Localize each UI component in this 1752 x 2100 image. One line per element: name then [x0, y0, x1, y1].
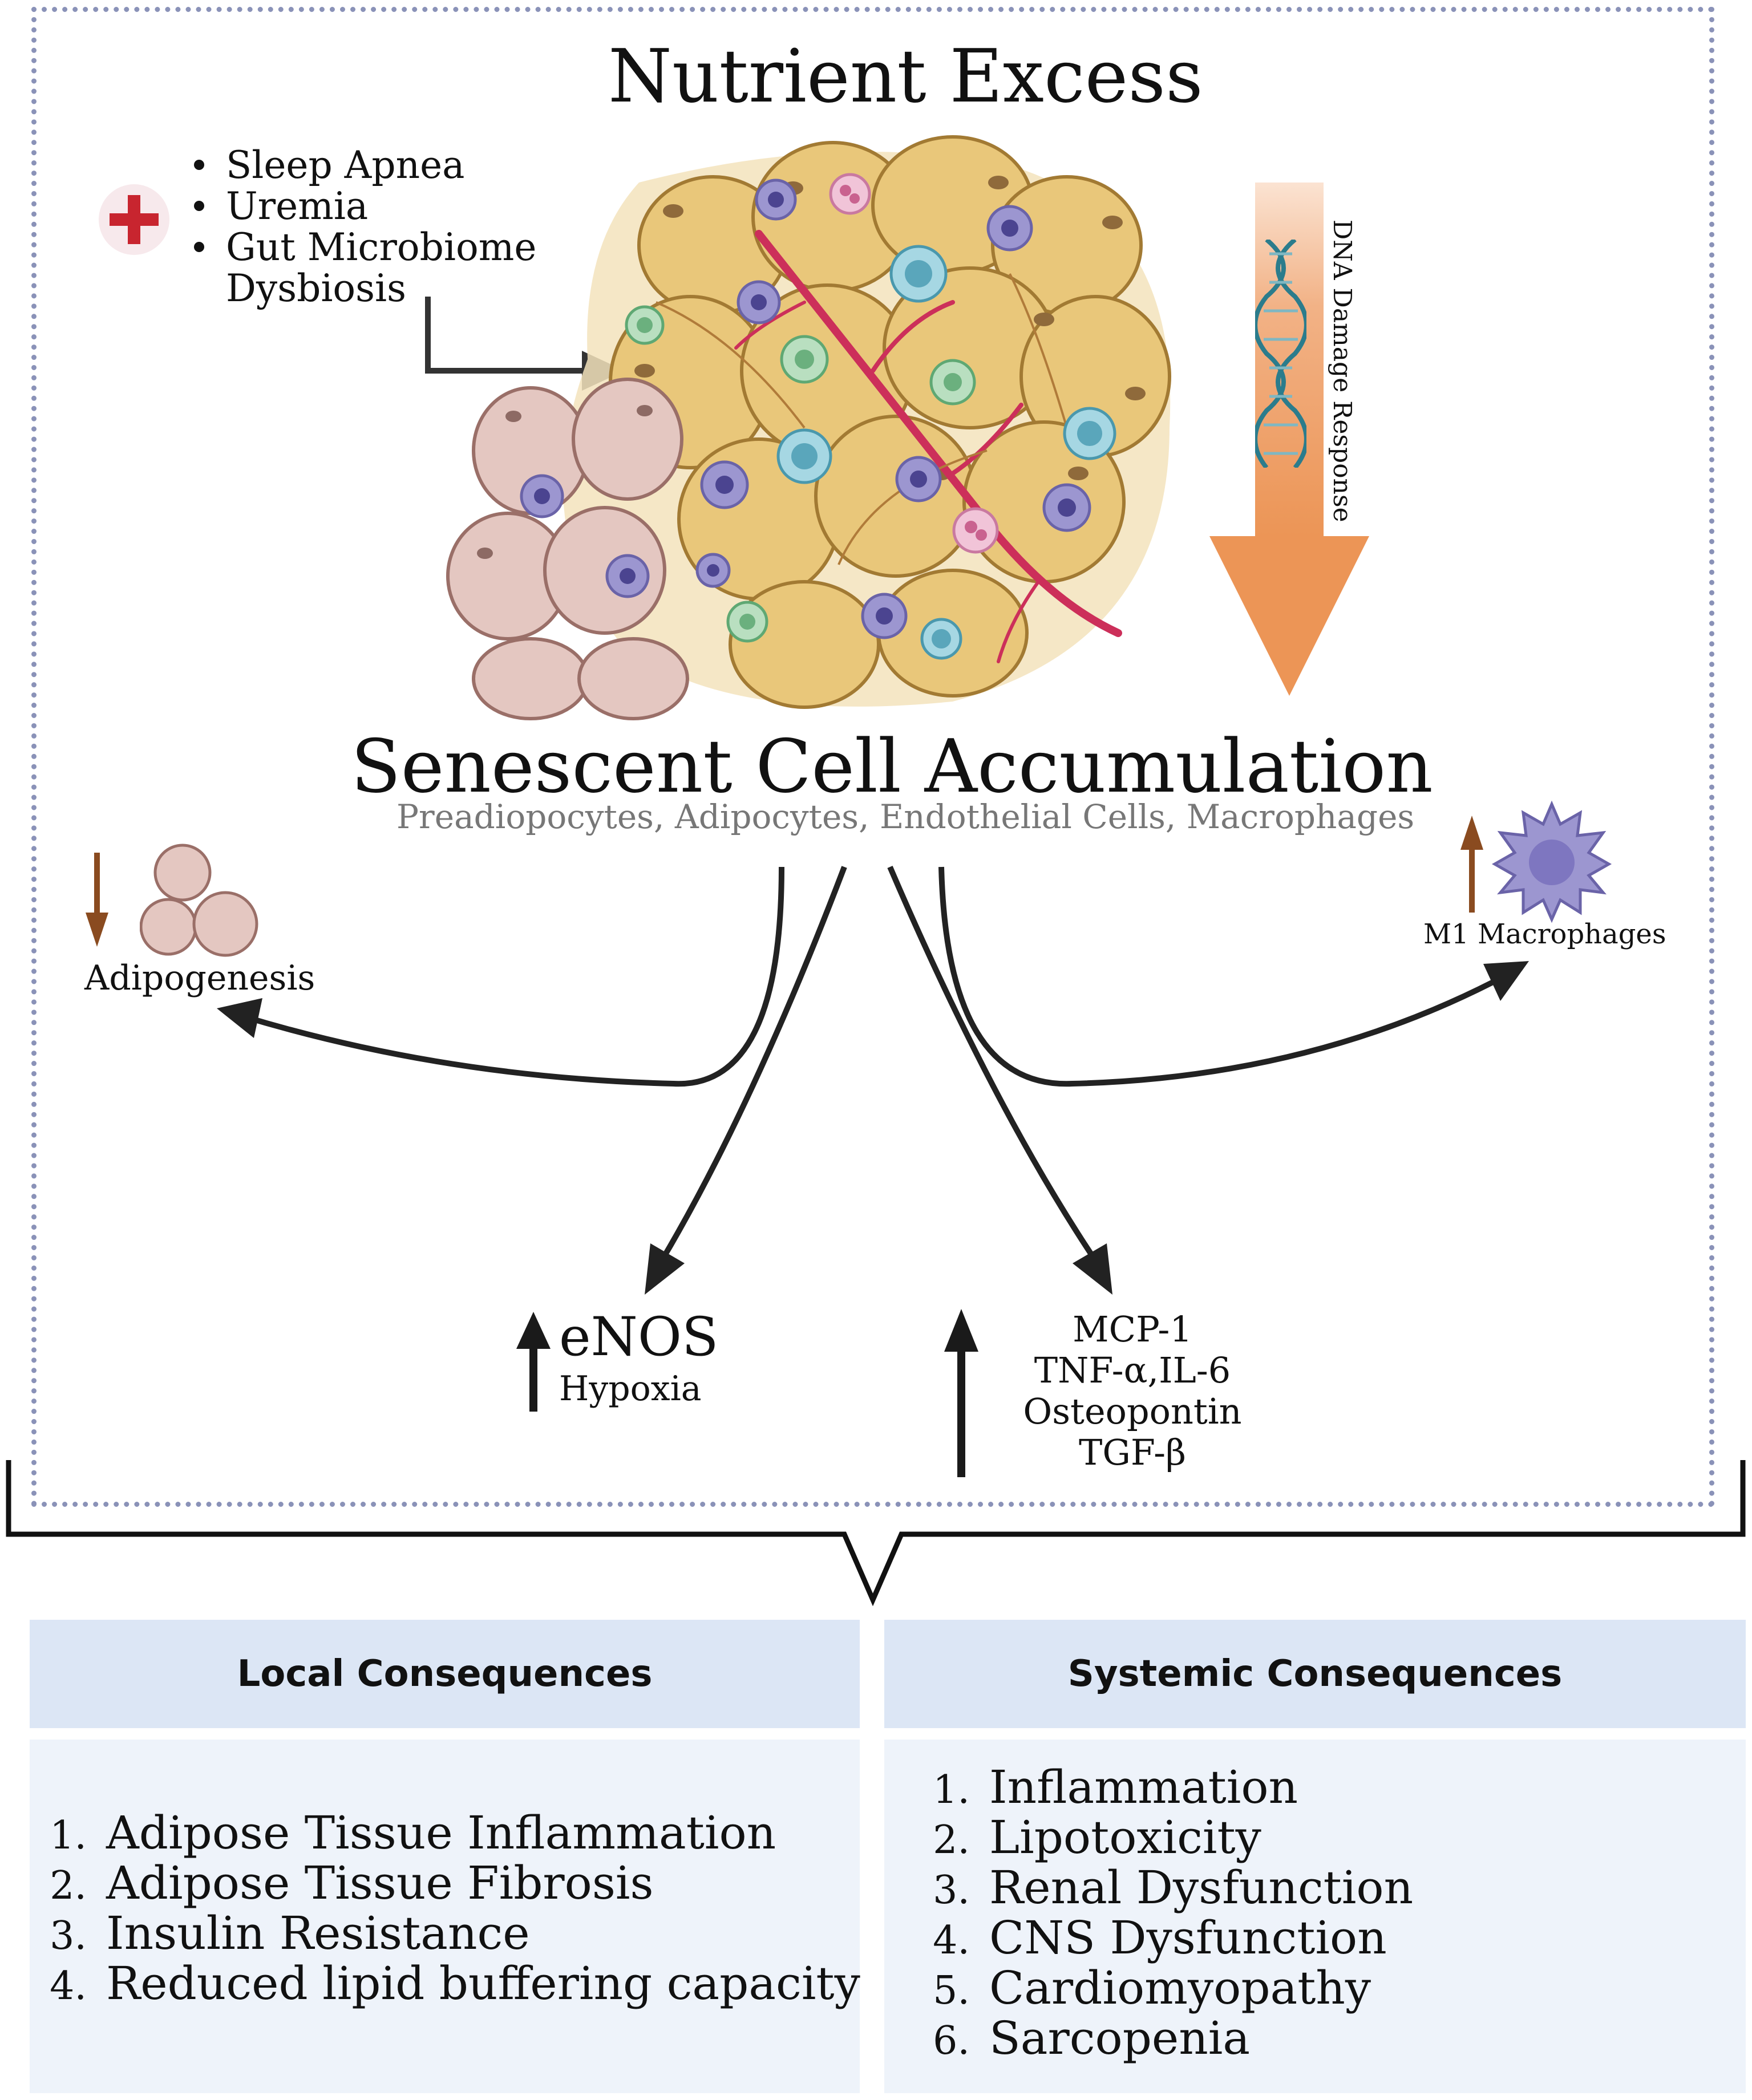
center-title: Senescent Cell Accumulation: [351, 724, 1433, 809]
up-arrow-icon: [516, 1312, 551, 1412]
list-item: 4.Reduced lipid buffering capacity: [50, 1957, 860, 2010]
list-item: 3.Renal Dysfunction: [933, 1861, 1414, 1914]
m1-macrophages-label: M1 Macrophages: [1423, 918, 1666, 950]
list-item: 2.Adipose Tissue Fibrosis: [50, 1856, 654, 1910]
effect-arrows: [217, 866, 1529, 1295]
list-item: 1.Inflammation: [933, 1761, 1298, 1814]
cytokine-item: MCP-1: [1073, 1308, 1192, 1350]
preadipocyte-cluster-icon: [140, 844, 258, 957]
cytokine-list: MCP-1 TNF-α,IL-6 Osteopontin TGF-β: [990, 1309, 1275, 1473]
list-item: 6.Sarcopenia: [933, 2012, 1251, 2065]
adipose-tissue-illustration: [446, 135, 1171, 720]
up-arrow-icon: [944, 1309, 978, 1477]
dna-label-holder: DNA Damage Response: [1324, 220, 1358, 522]
page-title: Nutrient Excess: [608, 34, 1203, 119]
dna-damage-label: DNA Damage Response: [1328, 220, 1357, 522]
medical-cross-icon: [99, 184, 169, 255]
cytokine-item: TGF-β: [1079, 1432, 1186, 1473]
consequences-bracket: [6, 1460, 1746, 1607]
dna-helix-icon: [1255, 240, 1306, 468]
list-item: 5.Cardiomyopathy: [933, 1961, 1371, 2014]
enos-label: eNOS: [559, 1306, 719, 1368]
list-item: 3.Insulin Resistance: [50, 1907, 530, 1960]
center-subtitle: Preadiopocytes, Adipocytes, Endothelial …: [396, 797, 1415, 836]
up-arrow-icon: [1460, 816, 1483, 913]
risk-factor-item: Gut Microbiome: [194, 227, 536, 268]
systemic-consequences-panel: 1.Inflammation 2.Lipotoxicity 3.Renal Dy…: [884, 1740, 1746, 2093]
risk-factor-item: Sleep Apnea: [194, 145, 536, 186]
list-item: 1.Adipose Tissue Inflammation: [50, 1806, 776, 1859]
hypoxia-label: Hypoxia: [559, 1369, 702, 1409]
local-consequences-title: Local Consequences: [30, 1620, 860, 1728]
list-item: 4.CNS Dysfunction: [933, 1911, 1387, 1964]
risk-factor-item: Dysbiosis: [226, 266, 407, 310]
risk-factor-item: Uremia: [194, 186, 536, 227]
m1-macrophage-icon: [1491, 800, 1612, 923]
down-arrow-icon: [86, 853, 108, 947]
systemic-consequences-title: Systemic Consequences: [884, 1620, 1746, 1728]
local-consequences-panel: 1.Adipose Tissue Inflammation 2.Adipose …: [30, 1740, 860, 2093]
upper-panel-frame: [31, 7, 1714, 1507]
adipogenesis-label: Adipogenesis: [84, 958, 315, 998]
cytokine-item: Osteopontin: [1023, 1390, 1242, 1432]
cytokine-item: TNF-α,IL-6: [1034, 1349, 1231, 1391]
list-item: 2.Lipotoxicity: [933, 1811, 1261, 1864]
systemic-consequences-list: 1.Inflammation 2.Lipotoxicity 3.Renal Dy…: [913, 1761, 1414, 2065]
risk-factor-list: Sleep Apnea Uremia Gut Microbiome Dysbio…: [194, 145, 536, 309]
local-consequences-list: 1.Adipose Tissue Inflammation 2.Adipose …: [30, 1808, 860, 2009]
